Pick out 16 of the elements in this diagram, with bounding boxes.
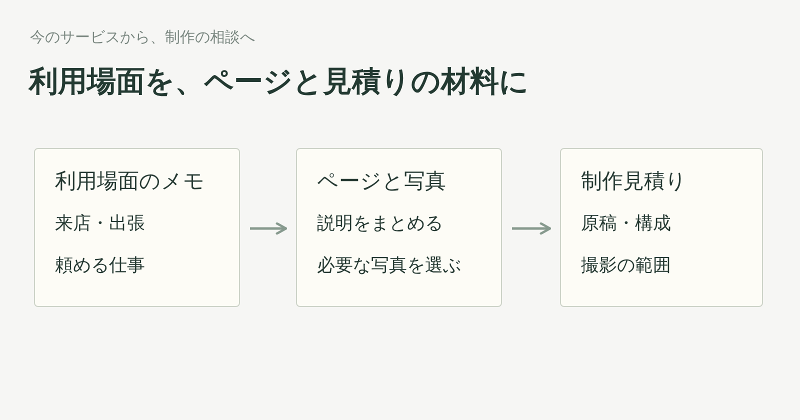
step-card <box>34 148 240 307</box>
card-heading: 制作見積り <box>581 169 687 195</box>
step-card <box>560 148 763 307</box>
card-heading: ページと写真 <box>317 169 446 195</box>
card-text: 来店・出張 <box>55 212 145 235</box>
title: 利用場面を、ページと見積りの材料に <box>29 65 529 100</box>
arrow <box>250 222 288 235</box>
card-text: 頼める仕事 <box>55 254 145 277</box>
card-text: 撮影の範囲 <box>581 254 671 277</box>
card-text: 説明をまとめる <box>317 212 443 235</box>
arrow <box>512 222 552 235</box>
card-text: 必要な写真を選ぶ <box>317 254 461 277</box>
subtitle: 今のサービスから、制作の相談へ <box>30 28 255 48</box>
card-heading: 利用場面のメモ <box>55 169 205 195</box>
step-card <box>296 148 502 307</box>
card-text: 原稿・構成 <box>581 212 671 235</box>
